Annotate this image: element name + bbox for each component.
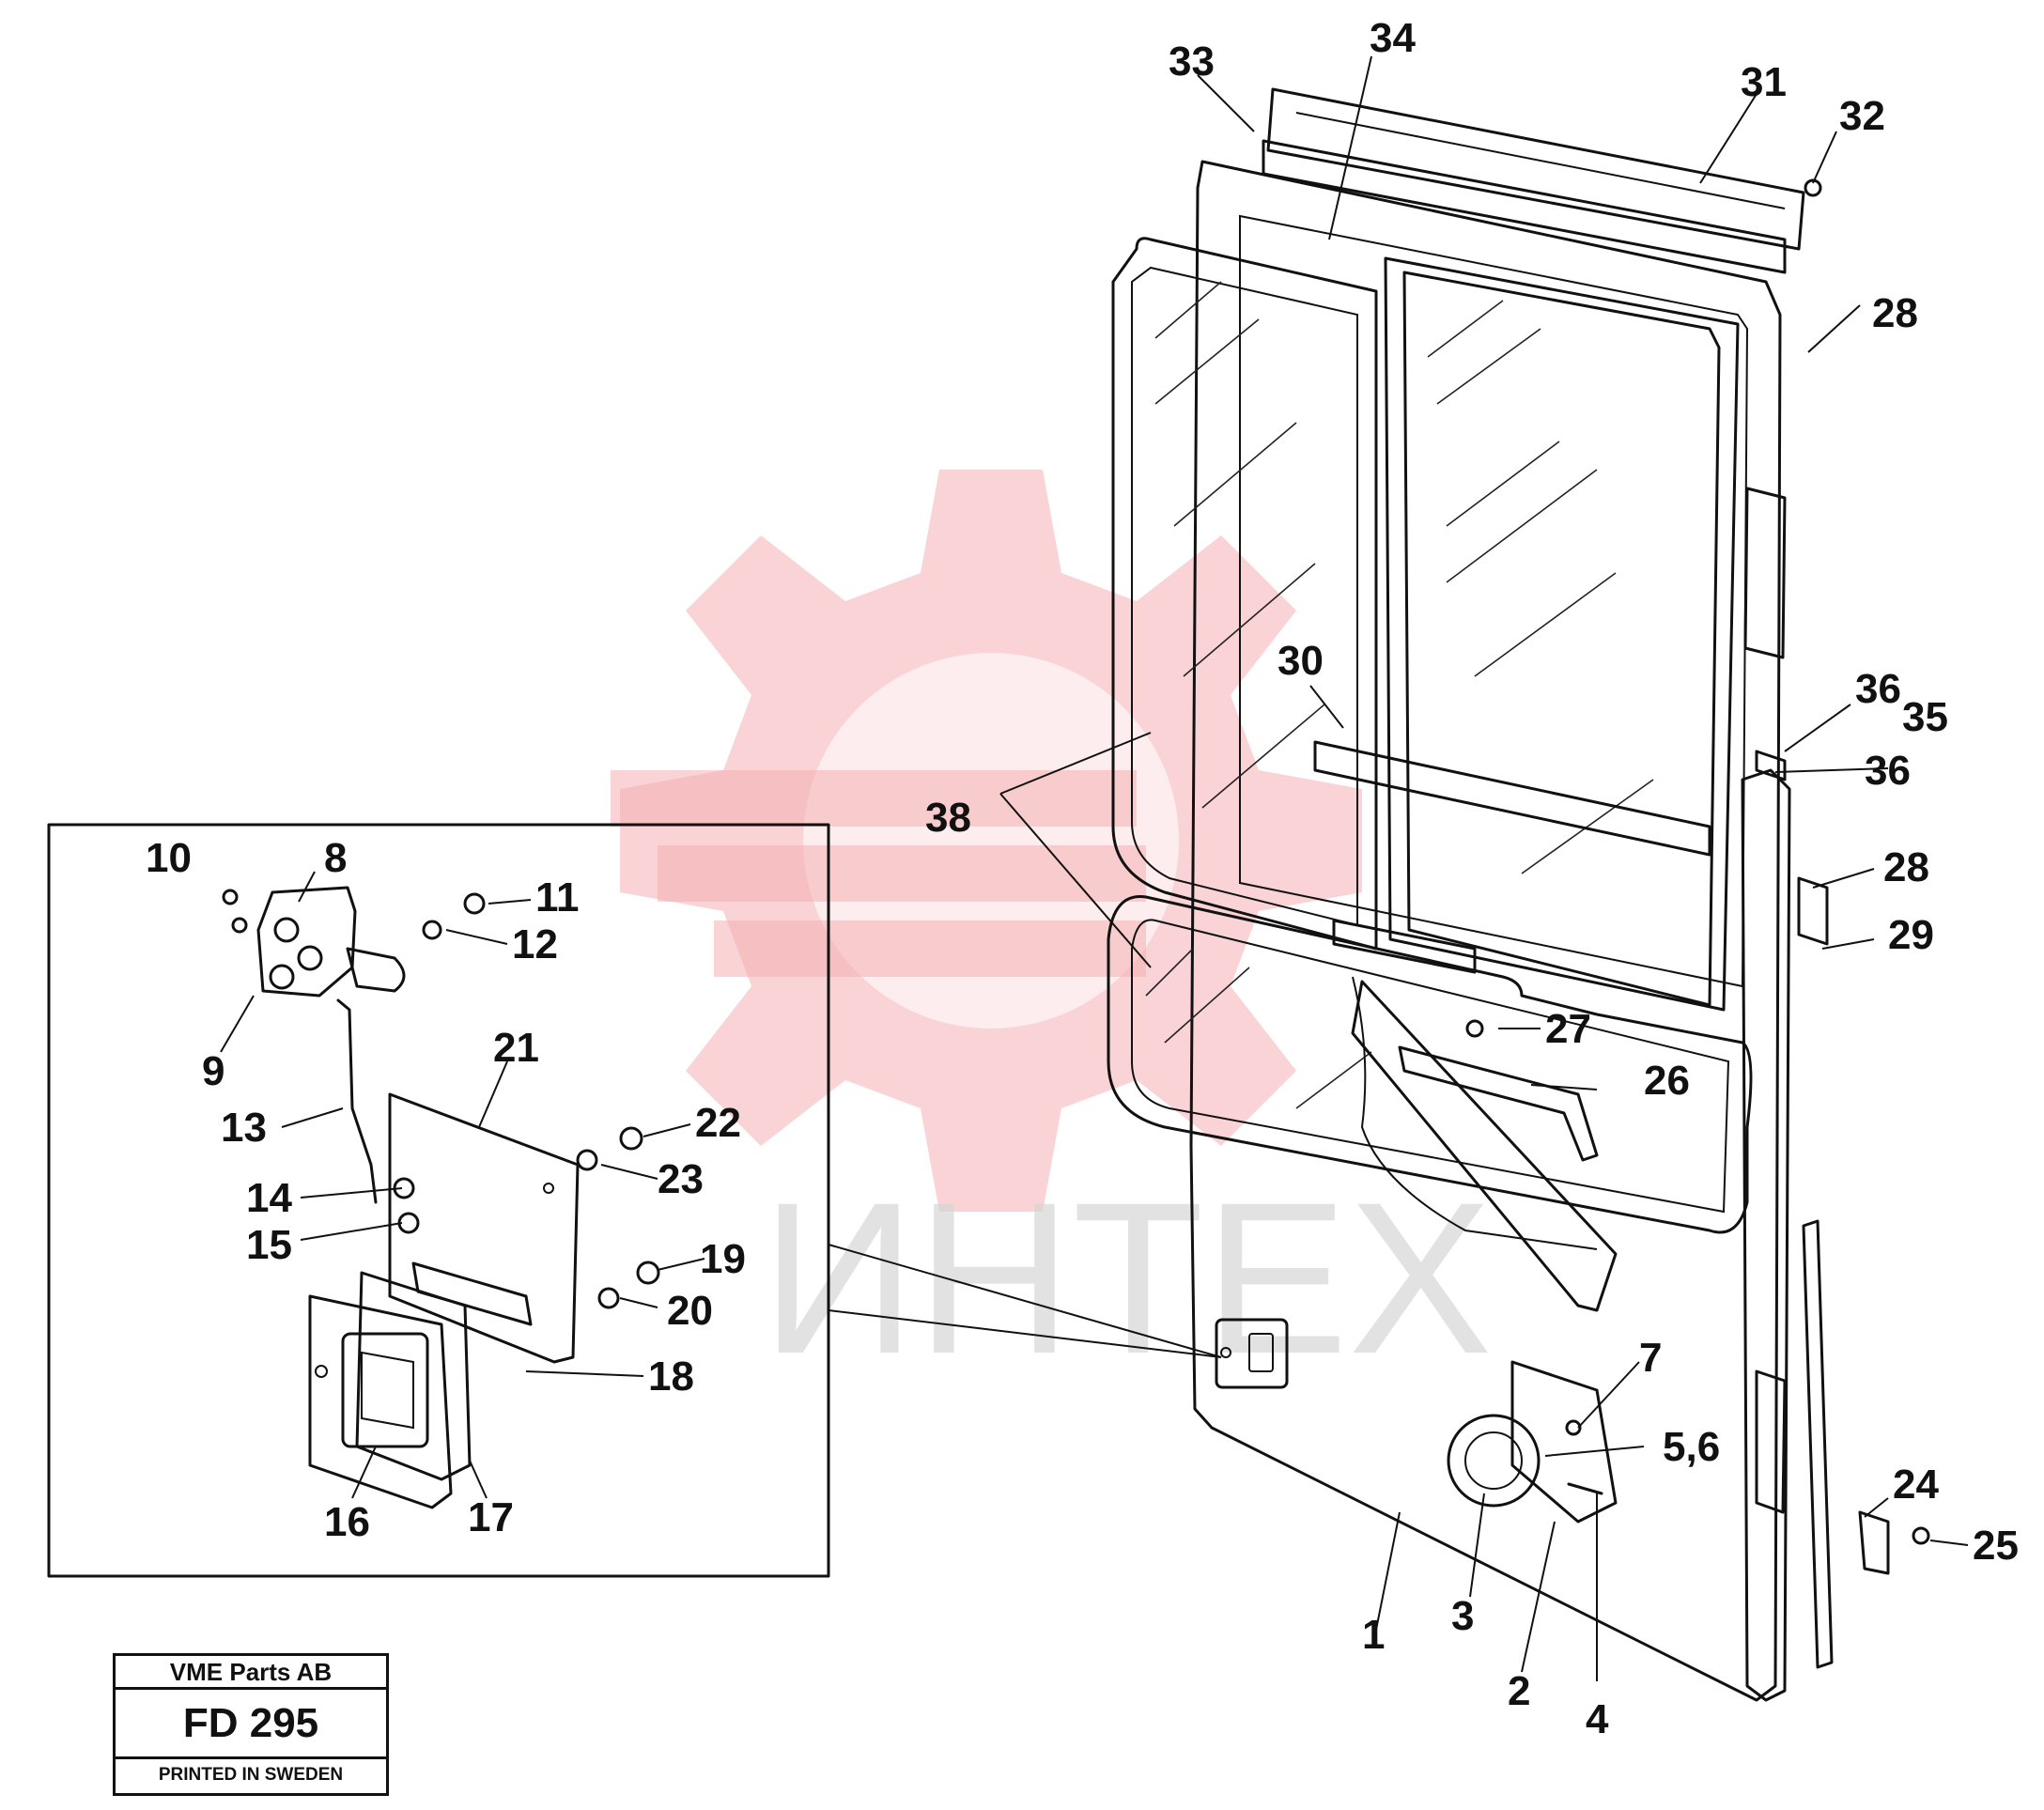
callout-5-6: 5,6 [1663,1424,1720,1470]
upper-fixed-glass [1111,237,1378,951]
title-block: VME Parts AB FD 295 PRINTED IN SWEDEN [113,1653,389,1796]
callout-18: 18 [648,1354,694,1400]
callout-34: 34 [1370,15,1416,61]
callout-1: 1 [1362,1612,1385,1658]
top-rail [1262,87,1805,274]
callout-27: 27 [1545,1006,1591,1052]
callout-30: 30 [1278,638,1324,684]
company-name: VME Parts AB [116,1656,386,1690]
callout-21: 21 [493,1025,539,1071]
callout-38: 38 [925,795,971,841]
leader-lines [220,55,1969,1681]
callout-13: 13 [221,1105,267,1151]
callout-4: 4 [1586,1696,1609,1742]
callout-26: 26 [1644,1058,1690,1104]
detail-inset-frame [47,823,830,1578]
callout-28-bottom: 28 [1883,844,1929,890]
callout-28-top: 28 [1872,290,1918,336]
callout-11: 11 [535,874,580,920]
callout-labels: 33 34 31 32 28 30 36 35 36 38 28 29 27 2… [146,15,2019,1742]
lower-glass [1107,895,1753,1234]
callout-3: 3 [1451,1593,1474,1639]
callout-35: 35 [1902,694,1948,740]
callout-2: 2 [1508,1668,1530,1714]
callout-7: 7 [1639,1335,1662,1381]
callout-12: 12 [512,921,558,967]
callout-19: 19 [700,1236,746,1282]
watermark-text: ИНТЕХ [761,1157,1493,1399]
callout-15: 15 [246,1222,292,1268]
callout-17: 17 [468,1494,514,1540]
hinge-strip [1741,178,1930,1702]
callout-36-bottom: 36 [1865,748,1911,794]
callout-24: 24 [1893,1462,1939,1508]
callout-23: 23 [658,1156,704,1202]
drawing-number: FD 295 [116,1690,386,1759]
callout-8: 8 [324,835,347,881]
print-note: PRINTED IN SWEDEN [158,1765,344,1785]
callout-25: 25 [1973,1523,2019,1569]
watermark-logo [611,470,1362,1212]
callout-9: 9 [202,1048,225,1094]
handle-housing [308,1177,533,1509]
callout-22: 22 [695,1100,741,1146]
mounting-plate [388,1092,660,1364]
callout-33: 33 [1169,39,1215,85]
guide-strips [1313,740,1711,1312]
callout-36-top: 36 [1855,666,1901,712]
callout-16: 16 [324,1499,370,1545]
callout-14: 14 [246,1175,292,1221]
callout-31: 31 [1741,59,1787,105]
callout-29: 29 [1888,912,1934,958]
latch-mechanism [222,886,486,1204]
sliding-window-glass [1384,256,1740,1012]
callout-10: 10 [146,835,192,881]
grab-handle [1398,1019,1599,1162]
callout-32: 32 [1839,93,1885,139]
callout-20: 20 [667,1288,713,1334]
door-handle-recess [1215,1318,1289,1389]
